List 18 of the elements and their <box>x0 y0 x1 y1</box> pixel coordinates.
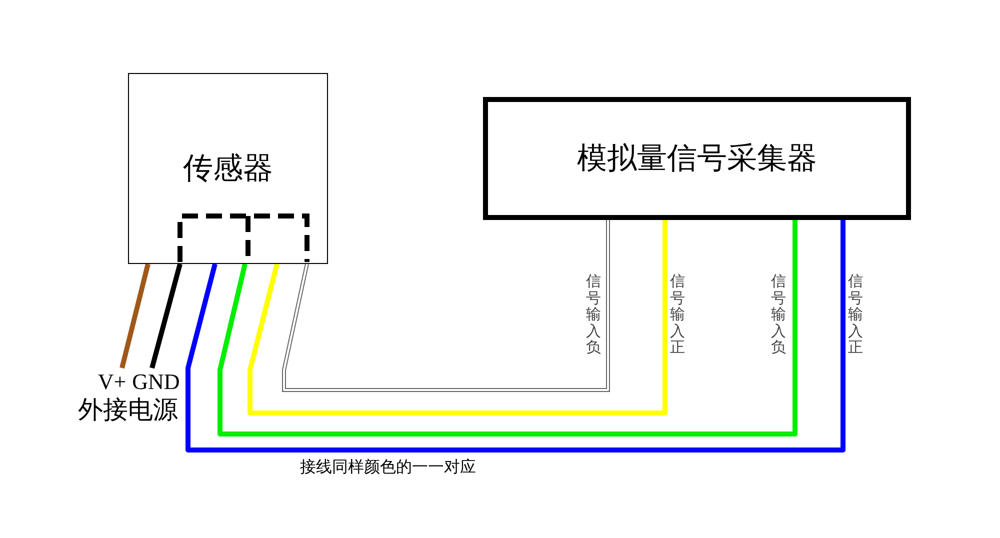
device-name: 传感器 <box>183 151 273 187</box>
wire <box>150 263 182 369</box>
collector-box <box>483 97 911 220</box>
power-supply-label: 外接电源 <box>78 396 178 426</box>
edge-label: 信号输入负 <box>586 273 601 356</box>
edge-label: 信号输入正 <box>670 273 685 356</box>
wire <box>248 220 668 416</box>
terminal-label: GND <box>130 368 182 396</box>
wire <box>186 220 846 452</box>
wire <box>283 220 609 391</box>
wire <box>218 220 798 436</box>
wire <box>120 263 150 369</box>
terminal-label: V+ <box>96 368 128 396</box>
sensor-box <box>128 73 328 264</box>
edge-label: 信号输入负 <box>771 273 786 356</box>
edge-label: 信号输入正 <box>848 273 863 356</box>
device-name: 模拟量信号采集器 <box>577 141 817 177</box>
wiring-note: 接线同样颜色的一一对应 <box>300 457 476 478</box>
